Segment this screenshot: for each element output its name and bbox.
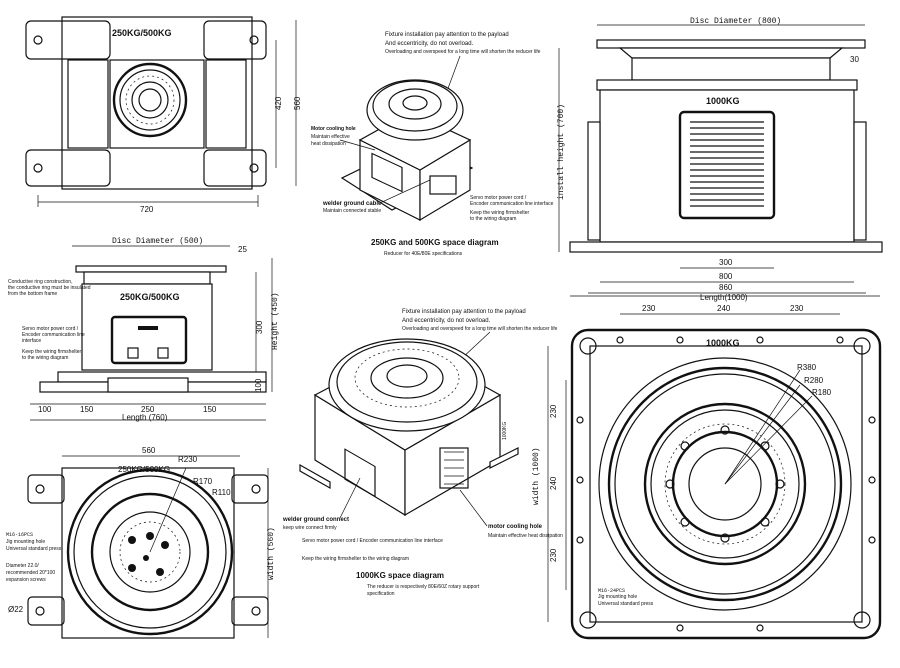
- bottom-left-r230: R230: [178, 455, 198, 464]
- bottom-left-r170: R170: [193, 477, 213, 486]
- mid-left-disc: Disc Diameter (500): [112, 237, 203, 246]
- iso-small-caption: 250KG and 500KG space diagram: [371, 238, 499, 247]
- right-top-disc: Disc Diameter (800): [690, 17, 781, 26]
- bottom-left-m16: M16-16PCS: [6, 532, 33, 538]
- iso-small-welder-sub: Maintain connected stable: [323, 208, 381, 214]
- top-left-dim-560: 560: [293, 96, 302, 110]
- iso-big-caption: 1000KG space diagram: [356, 571, 444, 580]
- right-top-d30: 30: [850, 55, 859, 64]
- bottom-right-d230b: 230: [790, 304, 804, 313]
- iso-small-welder: welder ground cable: [322, 201, 382, 207]
- bottom-left-univ: Universal standard press: [6, 546, 62, 552]
- bottom-right-title: 1000KG: [706, 338, 740, 348]
- iso-big-caption-sub1: The reducer is respectively 80E/60Z rota…: [367, 584, 480, 590]
- bottom-left-diam3: expansion screws: [6, 577, 46, 583]
- iso-small-cooling-sub2: heat dissipation: [311, 141, 346, 147]
- mid-left-keep1: Keep the wiring firmshelter: [22, 349, 82, 355]
- top-left-top-view: 250KG/500KG 720 420 560: [25, 16, 302, 214]
- iso-small-cooling: Motor cooling hole: [311, 126, 356, 132]
- bottom-left-d22: Ø22: [8, 605, 24, 614]
- iso-big-caption-sub2: specification: [367, 591, 395, 597]
- right-top-vent: [690, 121, 764, 207]
- mid-left-cond1: Conductive ring construction,: [8, 279, 72, 285]
- iso-small-servo2: Encoder communication line interface: [470, 201, 554, 207]
- bottom-right-m16: M16-24PCS: [598, 588, 625, 594]
- right-top-title: 1000KG: [706, 96, 740, 106]
- mid-left-cond3: from the bottom frame: [8, 291, 57, 297]
- iso-small-note1: Fixture installation pay attention to th…: [385, 32, 509, 38]
- iso-big-welder-sub: keep wire connect firmly: [283, 525, 337, 531]
- iso-big-keep: Keep the wiring firmshelter to the wirin…: [302, 556, 409, 562]
- bottom-right-d230a: 230: [642, 304, 656, 313]
- mid-left-height: Height (450): [271, 292, 280, 350]
- iso-big-note2: And eccentricity, do not overload.: [402, 318, 491, 324]
- bottom-right-v230b: 230: [549, 548, 558, 562]
- iso-big-cooling: motor cooling hole: [488, 524, 543, 530]
- bottom-left-top-view: 560 250KG/500KG R230 R170 R110 M16-16PCS…: [6, 446, 276, 639]
- bottom-right-r180: R180: [812, 388, 832, 397]
- iso-big-diagram: Fixture installation pay attention to th…: [282, 309, 563, 597]
- bottom-right-v240: 240: [549, 476, 558, 490]
- iso-small-diagram: Fixture installation pay attention to th…: [311, 32, 554, 257]
- mid-left-d150b: 150: [203, 405, 217, 414]
- mid-left-servo1: Servo motor power cord /: [22, 326, 79, 332]
- right-top-front-view: Disc Diameter (800) 30 1000KG install he…: [557, 17, 883, 294]
- bottom-right-v230a: 230: [549, 404, 558, 418]
- right-top-d300: 300: [719, 258, 733, 267]
- mid-left-title: 250KG/500KG: [120, 292, 180, 302]
- iso-small-note3: Overloading and overspeed for a long tim…: [385, 49, 541, 55]
- bottom-right-d240a: 240: [717, 304, 731, 313]
- iso-small-servo: Servo motor power cord /: [470, 195, 527, 201]
- mid-left-front-view: Disc Diameter (500) 25 250KG/500KG Condu…: [8, 237, 280, 422]
- mid-left-d150a: 150: [80, 405, 94, 414]
- iso-big-servo: Servo motor power cord / Encoder communi…: [302, 538, 443, 544]
- top-left-dim-420: 420: [274, 96, 283, 110]
- mid-left-keep2: to the wiring diagram: [22, 355, 68, 361]
- mid-left-servo3: interface: [22, 338, 41, 344]
- mid-left-d250: 250: [141, 405, 155, 414]
- top-left-width-dim: 720: [140, 205, 154, 214]
- mid-left-d100: 100: [38, 405, 52, 414]
- iso-big-welder: welder ground connect: [282, 517, 349, 523]
- mid-left-d100r: 100: [254, 378, 263, 392]
- iso-small-keep2: to the wiring diagram: [470, 216, 516, 222]
- mid-left-length: Length (760): [122, 413, 168, 422]
- bottom-left-d560: 560: [142, 446, 156, 455]
- bottom-right-top-view: 230 240 230 Length(1000) 1000KG R380 R28…: [532, 293, 882, 640]
- bottom-right-univ: Universal standard press: [598, 601, 654, 607]
- iso-big-side: 1000KG: [502, 422, 508, 440]
- mid-left-d300: 300: [255, 320, 264, 334]
- bottom-right-r380: R380: [797, 363, 817, 372]
- bottom-right-r280: R280: [804, 376, 824, 385]
- right-top-d800: 800: [719, 272, 733, 281]
- iso-big-note1: Fixture installation pay attention to th…: [402, 309, 526, 315]
- bottom-left-diam2: recommended 20*100: [6, 570, 55, 576]
- top-left-title: 250KG/500KG: [112, 28, 172, 38]
- iso-big-cooling-sub: Maintain effective heat dissipation: [488, 533, 563, 539]
- iso-small-cooling-sub1: Maintain effective: [311, 134, 350, 140]
- mid-left-servo2: Encoder communication line: [22, 332, 85, 338]
- iso-small-keep: Keep the wiring firmshelter: [470, 210, 530, 216]
- bottom-left-width: width (560): [267, 527, 276, 580]
- bottom-left-title: 250KG/500KG: [118, 465, 170, 474]
- right-top-d860: 860: [719, 283, 733, 292]
- bottom-left-r110: R110: [212, 488, 231, 497]
- mid-left-cond2: the conductive ring must be insulated: [8, 285, 91, 291]
- mid-left-d25: 25: [238, 245, 247, 254]
- bottom-right-width: width (1000): [532, 447, 541, 505]
- iso-small-caption-sub: Reducer for 40E/80E specifications: [384, 251, 463, 257]
- bottom-right-jig: Jig mounting hole: [598, 594, 637, 600]
- bottom-left-jig: Jig mounting hole: [6, 539, 45, 545]
- iso-small-note2: And eccentricity, do not overload.: [385, 41, 474, 47]
- bottom-left-diam1: Diameter 22.0/: [6, 563, 39, 569]
- bottom-right-length: Length(1000): [700, 293, 748, 302]
- iso-big-note3: Overloading and overspeed for a long tim…: [402, 326, 558, 332]
- right-top-install: install height (700): [557, 104, 566, 200]
